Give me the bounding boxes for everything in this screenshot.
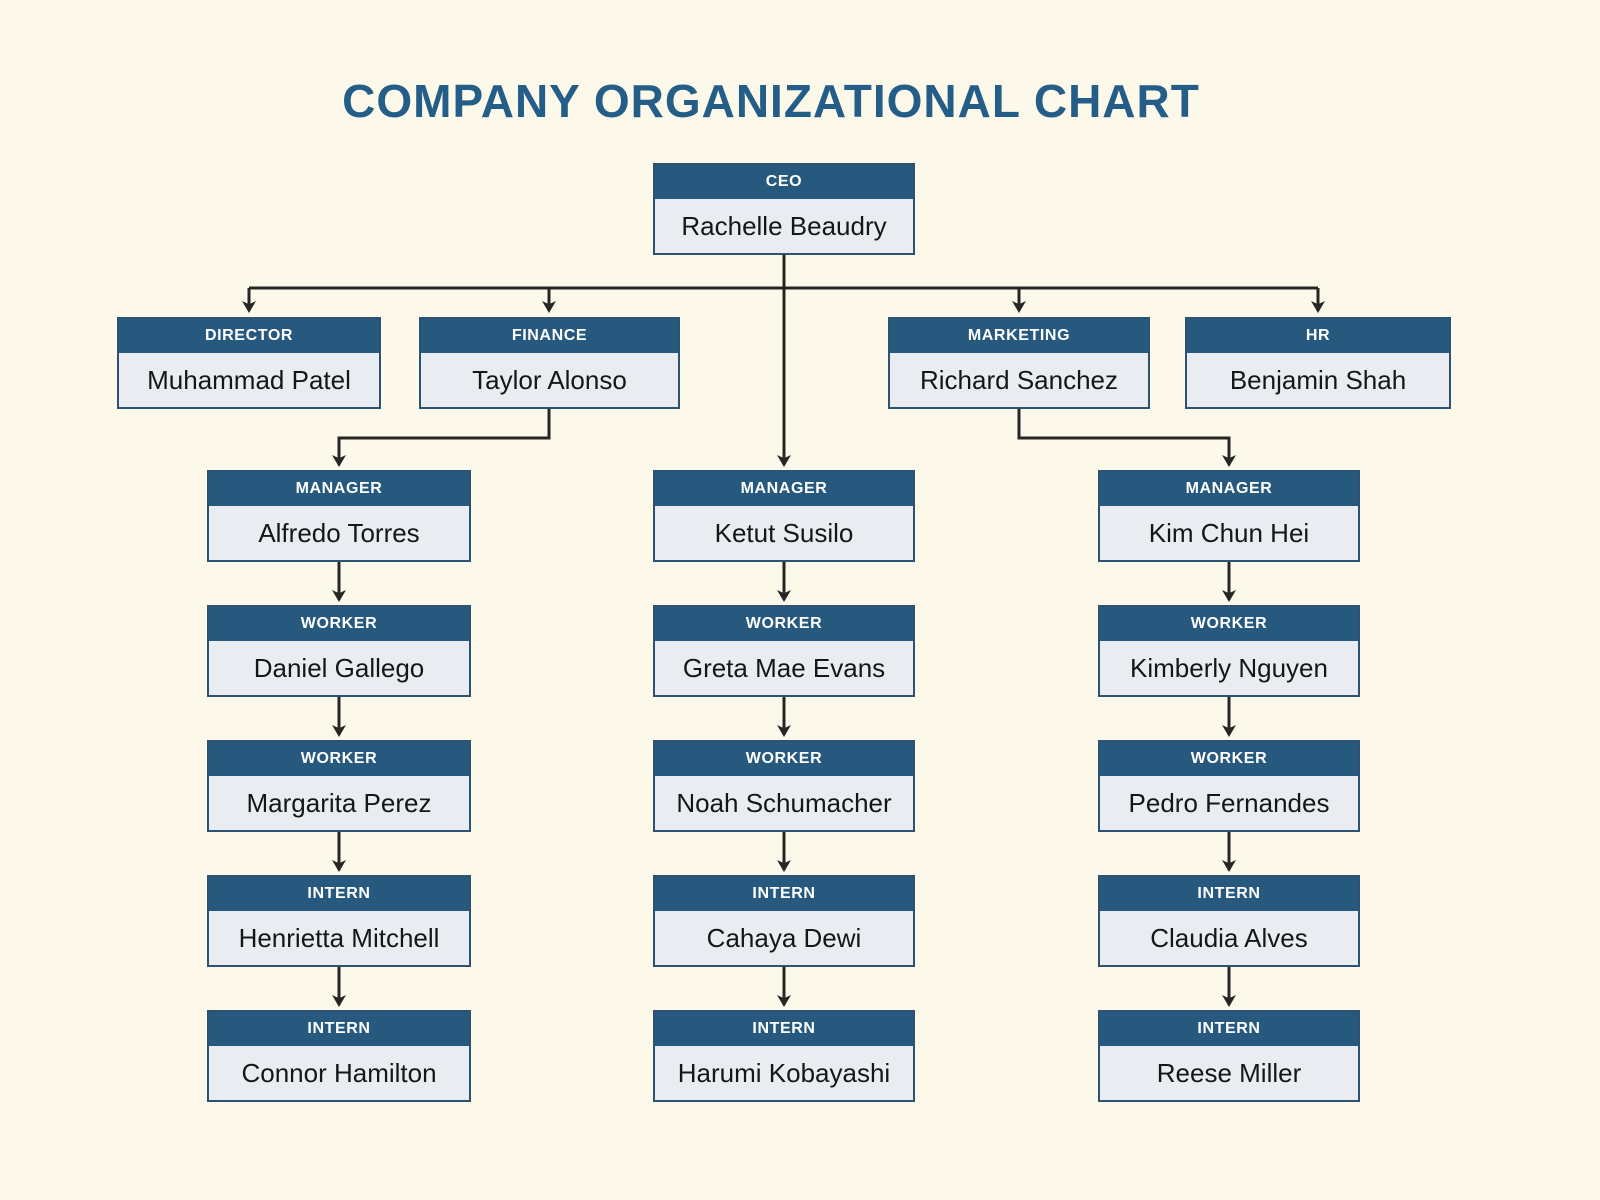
org-node-left-worker-1: WORKER Daniel Gallego xyxy=(207,605,471,697)
role-header: MANAGER xyxy=(655,472,913,506)
person-name: Margarita Perez xyxy=(246,787,432,818)
role-header: FINANCE xyxy=(421,319,678,353)
role-header: WORKER xyxy=(209,742,469,776)
person-name: Greta Mae Evans xyxy=(682,652,886,683)
org-node-center-worker-2: WORKER Noah Schumacher xyxy=(653,740,915,832)
page-title: COMPANY ORGANIZATIONAL CHART xyxy=(342,75,1200,127)
org-node-director: DIRECTOR Muhammad Patel xyxy=(117,317,381,409)
person-name: Pedro Fernandes xyxy=(1128,787,1330,818)
person-name: Benjamin Shah xyxy=(1229,364,1407,395)
role-header: INTERN xyxy=(1100,1012,1358,1046)
org-node-right-worker-2: WORKER Pedro Fernandes xyxy=(1098,740,1360,832)
role-header: INTERN xyxy=(655,877,913,911)
org-node-center-intern-1: INTERN Cahaya Dewi xyxy=(653,875,915,967)
person-name: Kimberly Nguyen xyxy=(1130,652,1328,683)
org-node-ceo: CEO Rachelle Beaudry xyxy=(653,163,915,255)
person-name: Noah Schumacher xyxy=(676,787,892,818)
role-header: WORKER xyxy=(209,607,469,641)
person-name: Kim Chun Hei xyxy=(1148,517,1310,548)
role-header: WORKER xyxy=(655,607,913,641)
org-node-hr: HR Benjamin Shah xyxy=(1185,317,1451,409)
org-node-right-intern-2: INTERN Reese Miller xyxy=(1098,1010,1360,1102)
person-name: Reese Miller xyxy=(1156,1057,1302,1088)
person-name: Henrietta Mitchell xyxy=(238,922,440,953)
role-header: WORKER xyxy=(655,742,913,776)
org-node-center-intern-2: INTERN Harumi Kobayashi xyxy=(653,1010,915,1102)
person-name: Richard Sanchez xyxy=(920,364,1118,395)
role-header: INTERN xyxy=(209,1012,469,1046)
role-header: MARKETING xyxy=(890,319,1148,353)
person-name: Cahaya Dewi xyxy=(706,922,862,953)
connector-finance-to-left-manager xyxy=(332,409,551,467)
person-name: Taylor Alonso xyxy=(472,364,627,395)
org-node-left-worker-2: WORKER Margarita Perez xyxy=(207,740,471,832)
org-node-marketing: MARKETING Richard Sanchez xyxy=(888,317,1150,409)
person-name: Daniel Gallego xyxy=(253,652,425,683)
org-node-center-manager: MANAGER Ketut Susilo xyxy=(653,470,915,562)
person-name: Ketut Susilo xyxy=(714,517,854,548)
org-node-right-intern-1: INTERN Claudia Alves xyxy=(1098,875,1360,967)
role-header: MANAGER xyxy=(1100,472,1358,506)
role-header: WORKER xyxy=(1100,742,1358,776)
org-node-center-worker-1: WORKER Greta Mae Evans xyxy=(653,605,915,697)
role-header: INTERN xyxy=(209,877,469,911)
org-node-right-worker-1: WORKER Kimberly Nguyen xyxy=(1098,605,1360,697)
role-header: INTERN xyxy=(1100,877,1358,911)
role-header: INTERN xyxy=(655,1012,913,1046)
org-node-finance: FINANCE Taylor Alonso xyxy=(419,317,680,409)
org-node-left-intern-1: INTERN Henrietta Mitchell xyxy=(207,875,471,967)
person-name: Claudia Alves xyxy=(1150,922,1308,953)
role-header: HR xyxy=(1187,319,1449,353)
person-name: Harumi Kobayashi xyxy=(677,1057,891,1088)
org-node-left-manager: MANAGER Alfredo Torres xyxy=(207,470,471,562)
person-name: Connor Hamilton xyxy=(241,1057,437,1088)
connector-marketing-to-right-manager xyxy=(1017,409,1236,467)
org-node-left-intern-2: INTERN Connor Hamilton xyxy=(207,1010,471,1102)
person-name: Alfredo Torres xyxy=(258,517,420,548)
role-header: CEO xyxy=(655,165,913,199)
role-header: WORKER xyxy=(1100,607,1358,641)
person-name: Rachelle Beaudry xyxy=(681,210,887,241)
person-name: Muhammad Patel xyxy=(147,364,351,395)
role-header: MANAGER xyxy=(209,472,469,506)
role-header: DIRECTOR xyxy=(119,319,379,353)
org-node-right-manager: MANAGER Kim Chun Hei xyxy=(1098,470,1360,562)
